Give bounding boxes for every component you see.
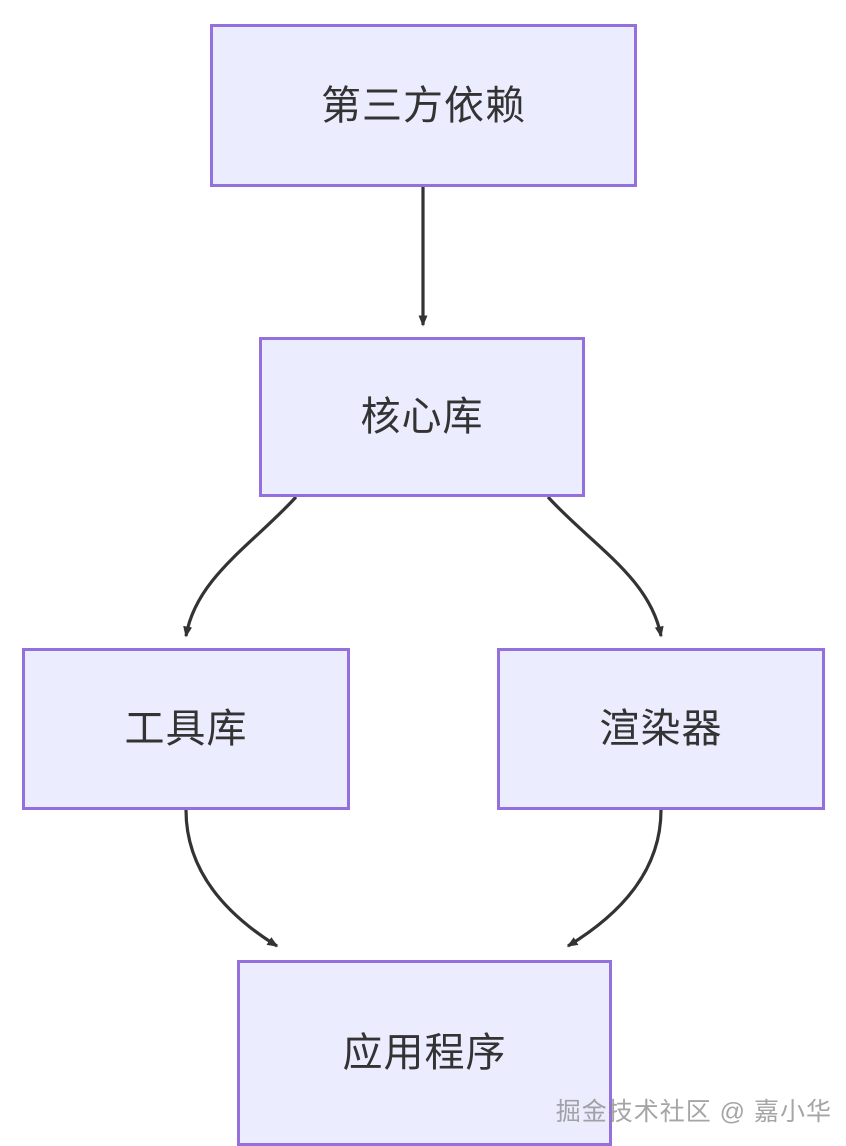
node-third-party-dependency[interactable]: 第三方依赖 [210, 24, 637, 187]
node-label: 应用程序 [342, 1031, 507, 1075]
node-label: 工具库 [124, 707, 248, 751]
node-application[interactable]: 应用程序 [237, 960, 612, 1146]
edge-utils-to-app [184, 809, 279, 948]
edge-core-to-renderer [546, 495, 664, 638]
watermark-text: 掘金技术社区 @ 嘉小华 [555, 1098, 832, 1126]
node-core-library[interactable]: 核心库 [259, 337, 585, 497]
node-renderer[interactable]: 渲染器 [497, 648, 825, 810]
node-label: 第三方依赖 [321, 83, 526, 128]
node-utility-library[interactable]: 工具库 [22, 648, 350, 810]
node-label: 核心库 [360, 395, 484, 439]
edge-core-to-utils [183, 495, 298, 638]
edge-renderer-to-app [566, 809, 663, 948]
node-label: 渲染器 [599, 707, 723, 751]
